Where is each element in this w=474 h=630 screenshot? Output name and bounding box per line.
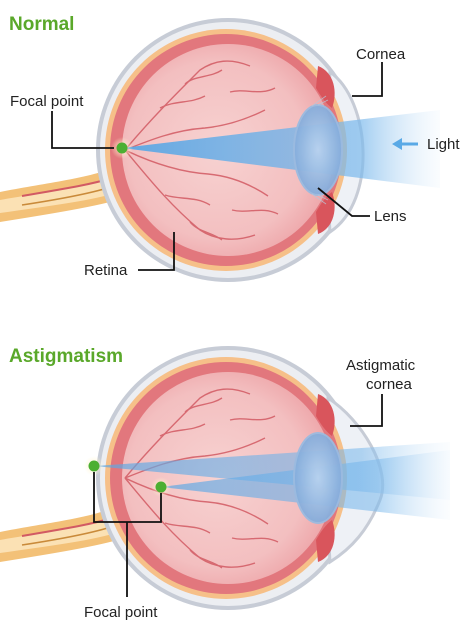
label-retina: Retina xyxy=(84,262,128,279)
light-arrow-icon xyxy=(392,138,418,150)
label-cornea: Cornea xyxy=(356,46,406,63)
leader-lines xyxy=(93,394,383,597)
focal-point-1 xyxy=(88,460,100,472)
focal-point xyxy=(116,142,128,154)
section-title-astigmatism: Astigmatism xyxy=(9,346,123,367)
lens xyxy=(293,432,343,524)
iris xyxy=(316,394,335,562)
blood-vessels xyxy=(124,60,279,241)
eye-astigmatism: Astigmatism Astigmatic cornea Focal poin… xyxy=(0,346,450,621)
eye-normal: Normal Focal point Cornea Light Lens Ret… xyxy=(0,14,460,282)
optic-nerve xyxy=(0,168,124,222)
label-astigmatic-cornea-line2: cornea xyxy=(366,376,413,393)
label-lens: Lens xyxy=(374,208,407,225)
label-astigmatic-cornea-line1: Astigmatic xyxy=(346,357,416,374)
label-focal-point: Focal point xyxy=(10,93,84,110)
focal-point-2 xyxy=(155,481,167,493)
iris xyxy=(316,66,335,234)
section-title-normal: Normal xyxy=(9,14,74,35)
leader-lines xyxy=(51,62,383,271)
lens xyxy=(293,104,343,196)
light-beam xyxy=(122,110,440,188)
label-focal-point: Focal point xyxy=(84,604,158,621)
label-light: Light xyxy=(427,136,460,153)
